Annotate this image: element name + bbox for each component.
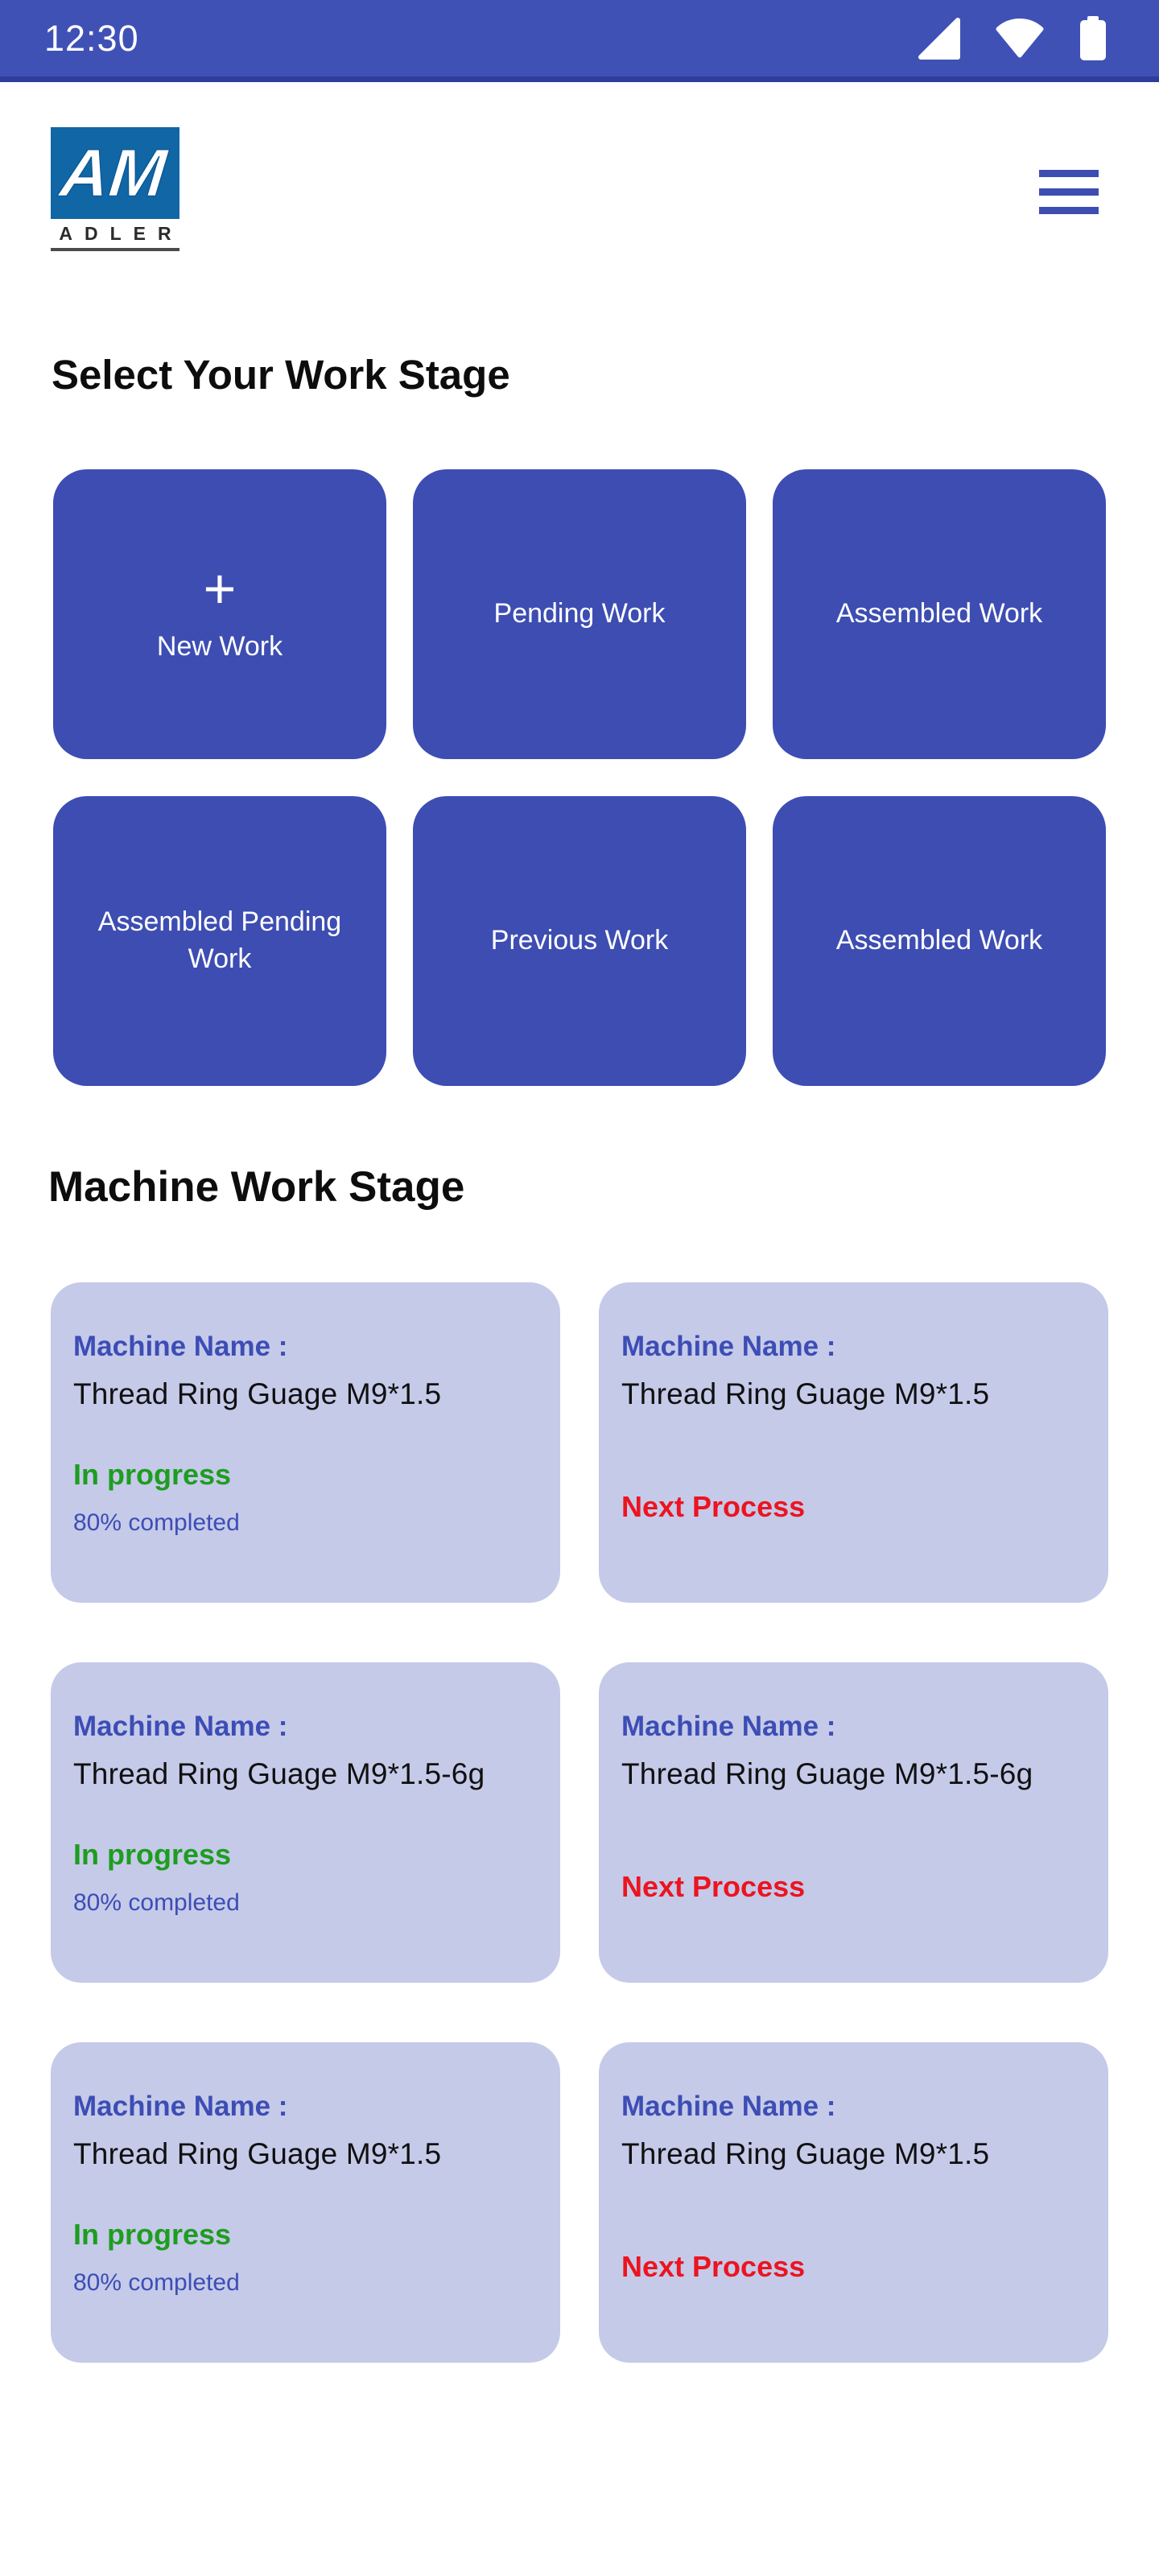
adler-logo: AM ADLER — [51, 127, 179, 251]
machine-name-value: Thread Ring Guage M9*1.5 — [73, 2137, 442, 2170]
status-next-process: Next Process — [621, 1490, 806, 1523]
machine-card[interactable]: Machine Name : Thread Ring Guage M9*1.5-… — [599, 1662, 1108, 1983]
assembled-work-button-2[interactable]: Assembled Work — [773, 796, 1106, 1086]
status-next-process: Next Process — [621, 1870, 806, 1903]
wifi-icon — [995, 18, 1045, 59]
machine-name-label: Machine Name : — [73, 1711, 288, 1742]
app-header: AM ADLER — [0, 82, 1159, 251]
button-label: Assembled Work — [835, 598, 1043, 630]
battery-icon — [1079, 15, 1107, 62]
machine-card[interactable]: Machine Name : Thread Ring Guage M9*1.5 … — [599, 2042, 1108, 2363]
new-work-button[interactable]: + New Work — [53, 469, 386, 759]
machine-card[interactable]: Machine Name : Thread Ring Guage M9*1.5 … — [599, 1282, 1108, 1603]
cellular-signal-icon — [918, 17, 961, 60]
assembled-pending-work-button[interactable]: Assembled Pending Work — [53, 796, 386, 1086]
button-label: Assembled Pending Work — [97, 906, 342, 974]
button-label: Pending Work — [493, 598, 666, 630]
logo-monogram-text: AM — [56, 135, 171, 211]
button-label: New Work — [156, 630, 283, 662]
machine-card[interactable]: Machine Name : Thread Ring Guage M9*1.5-… — [51, 1662, 560, 1983]
machine-name-label: Machine Name : — [621, 1711, 836, 1742]
machine-name-label: Machine Name : — [73, 2091, 288, 2122]
previous-work-button[interactable]: Previous Work — [413, 796, 746, 1086]
status-icons — [918, 15, 1107, 62]
completed-percentage: 80% completed — [73, 1509, 240, 1536]
completed-percentage: 80% completed — [73, 2269, 240, 2296]
plus-icon: + — [203, 556, 237, 620]
completed-percentage: 80% completed — [73, 1889, 240, 1916]
work-stage-title: Select Your Work Stage — [52, 352, 510, 398]
machine-name-value: Thread Ring Guage M9*1.5 — [621, 1377, 990, 1410]
machine-name-label: Machine Name : — [73, 1331, 288, 1362]
status-in-progress: In progress — [73, 1458, 232, 1491]
adler-logo-wordmark: ADLER — [59, 222, 184, 244]
adler-logo-monogram: AM — [51, 127, 179, 219]
clock: 12:30 — [44, 17, 139, 59]
pending-work-button[interactable]: Pending Work — [413, 469, 746, 759]
machine-name-value: Thread Ring Guage M9*1.5 — [73, 1377, 442, 1410]
machine-name-value: Thread Ring Guage M9*1.5-6g — [73, 1757, 485, 1790]
machine-name-label: Machine Name : — [621, 1331, 836, 1362]
machine-work-stage-title: Machine Work Stage — [48, 1163, 465, 1211]
hamburger-menu-icon[interactable] — [1039, 170, 1099, 214]
button-label: Assembled Work — [835, 925, 1043, 956]
status-bar: 12:30 — [0, 0, 1159, 82]
work-stage-button-grid: + New Work Pending Work Assembled Work A… — [53, 469, 1106, 1086]
status-in-progress: In progress — [73, 1838, 232, 1871]
status-in-progress: In progress — [73, 2218, 232, 2251]
assembled-work-button[interactable]: Assembled Work — [773, 469, 1106, 759]
machine-card[interactable]: Machine Name : Thread Ring Guage M9*1.5 … — [51, 1282, 560, 1603]
machine-card-grid: Machine Name : Thread Ring Guage M9*1.5 … — [51, 1282, 1108, 2363]
machine-name-label: Machine Name : — [621, 2091, 836, 2122]
machine-name-value: Thread Ring Guage M9*1.5-6g — [621, 1757, 1033, 1790]
button-label: Previous Work — [490, 925, 669, 956]
status-next-process: Next Process — [621, 2250, 806, 2283]
machine-name-value: Thread Ring Guage M9*1.5 — [621, 2137, 990, 2170]
machine-card[interactable]: Machine Name : Thread Ring Guage M9*1.5 … — [51, 2042, 560, 2363]
